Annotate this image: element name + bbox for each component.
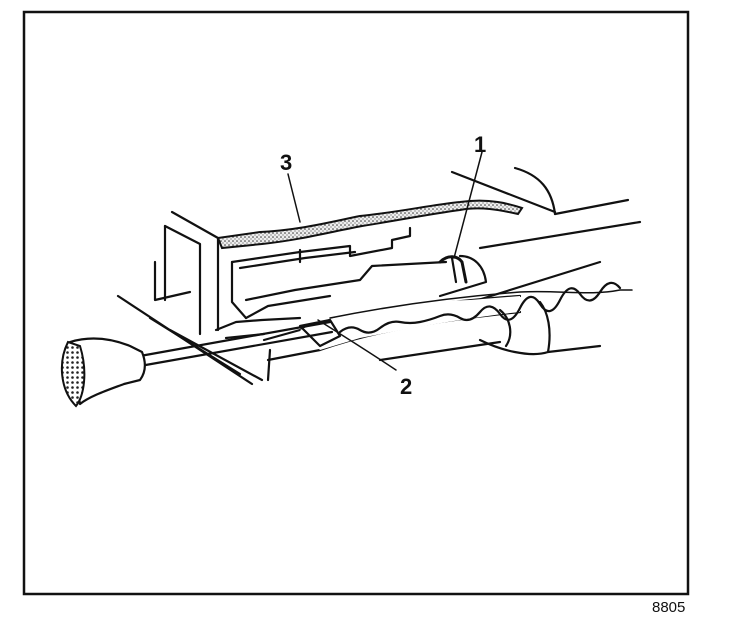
callout-1: 1 [474, 132, 486, 157]
leader-line-2 [317, 319, 397, 371]
pick-tool [60, 318, 342, 408]
callout-2: 2 [400, 374, 412, 399]
leader-line-1 [453, 151, 483, 259]
terminal-wire [262, 281, 633, 362]
figure-id: 8805 [652, 599, 685, 616]
background-tube [450, 166, 642, 302]
callout-3: 3 [280, 150, 292, 175]
connector-housing [214, 199, 524, 382]
leader-line-3 [287, 173, 301, 223]
figure-frame [22, 10, 690, 596]
